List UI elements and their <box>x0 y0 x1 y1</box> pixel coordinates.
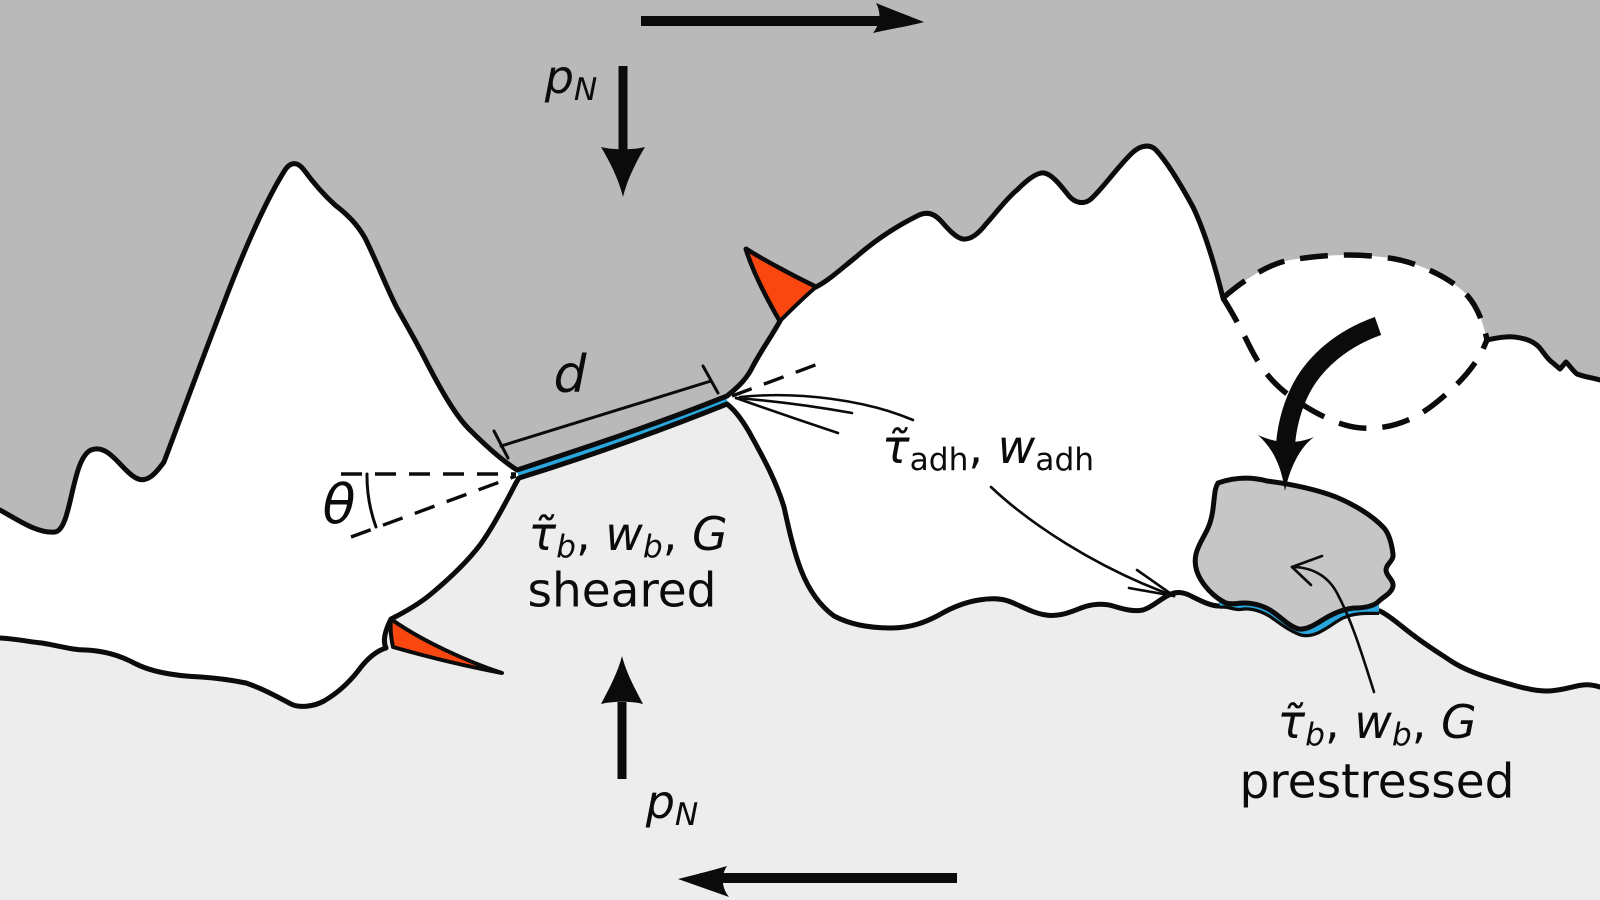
lower-crack-wedge <box>388 617 504 675</box>
label-contact-length-d: d <box>553 345 587 405</box>
detachment-origin-outline-lower <box>1220 296 1490 432</box>
shear-arrow-bottom <box>678 866 957 897</box>
label-normal-pressure-top: pN <box>544 50 598 108</box>
adhesion-pointer-arrow-right <box>989 485 1176 598</box>
upper-rough-body <box>0 0 1600 533</box>
label-prestressed-caption: prestressed <box>1239 754 1515 810</box>
detachment-origin-outline-upper <box>1221 252 1490 341</box>
label-adhesion-formula: τ̃adh, wadh <box>881 420 1095 478</box>
angle-arc <box>365 472 378 529</box>
label-sheared-caption: sheared <box>527 563 717 619</box>
sheared-contact-line <box>516 396 729 478</box>
upper-crack-wedge <box>744 247 818 323</box>
dimension-line-d <box>492 364 720 460</box>
normal-pressure-arrow-bottom <box>601 656 643 779</box>
adhesion-pointer-arrow-left <box>734 393 915 435</box>
curved-detachment-arrow <box>1258 317 1382 491</box>
upper-body-outline <box>0 143 1600 535</box>
lower-rough-body <box>0 404 1600 900</box>
label-junction-angle-theta: θ <box>322 473 356 536</box>
shear-arrow-top <box>641 3 924 33</box>
prestressed-pointer-arrow <box>1290 554 1376 694</box>
debris-particle <box>1192 475 1396 632</box>
label-prestressed-formula: τ̃b, wb, G <box>1277 695 1477 753</box>
label-normal-pressure-bottom: pN <box>645 775 699 833</box>
label-sheared-formula: τ̃b, wb, G <box>528 507 728 565</box>
normal-pressure-arrow-top <box>601 66 645 197</box>
junction-angle-construction <box>341 362 819 539</box>
